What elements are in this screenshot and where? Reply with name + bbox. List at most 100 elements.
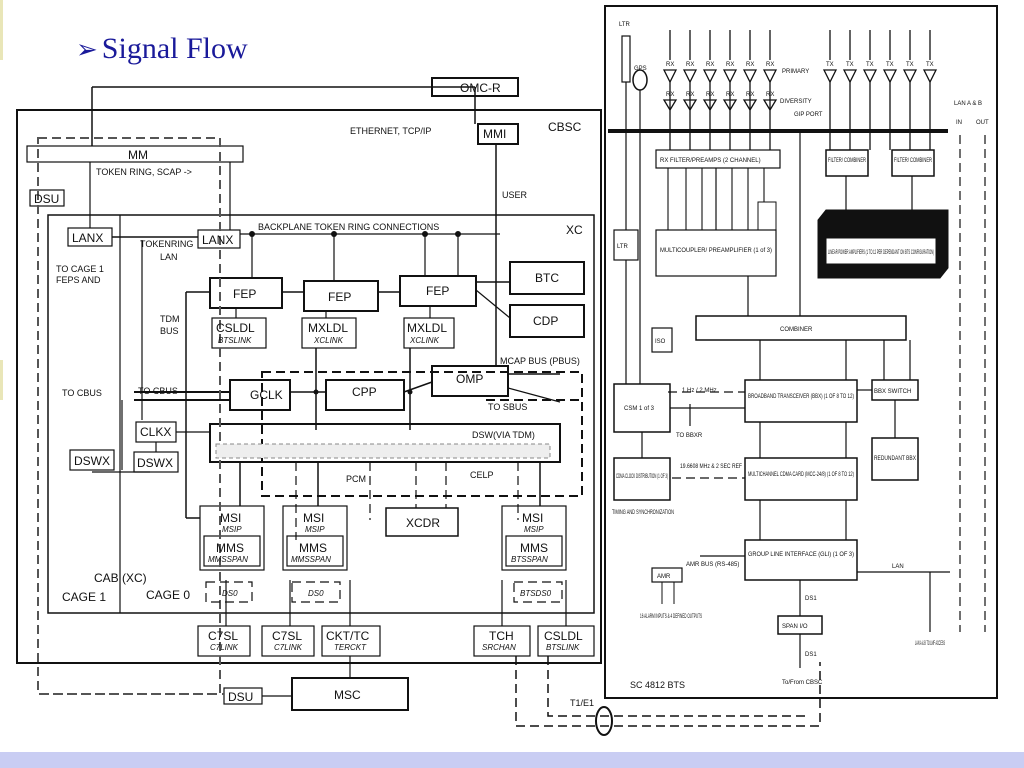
- mxldl-label-1: MXLDL: [308, 321, 348, 335]
- combiner-label: COMBINER: [780, 327, 813, 333]
- dsw-label: DSW(VIA TDM): [472, 430, 535, 440]
- mms-label-2: MMS: [299, 541, 327, 555]
- omp-box: [431, 365, 509, 397]
- cpp-box: [325, 379, 405, 411]
- csldl-label-2: CSLDL: [544, 629, 583, 643]
- srchan-label: SRCHAN: [482, 643, 516, 652]
- tx-label-4: TX: [886, 62, 894, 68]
- fep-box-3: [399, 275, 477, 307]
- rx-dist-label: MULTICOUPLER/ PREAMPLIFIER (1 of 3): [660, 248, 772, 254]
- tx-label-5: TX: [906, 62, 914, 68]
- span-label: SPAN I/O: [782, 624, 808, 630]
- btsds0-label: BTSDS0: [520, 589, 552, 598]
- amr-bus-label: AMR BUS (RS-485): [686, 562, 739, 568]
- rx-label-1: RX: [666, 62, 674, 68]
- clock-freq-label: 19.6608 MHz & 2 SEC REF: [680, 464, 742, 470]
- tocbus-label-1: TO CBUS: [62, 388, 102, 398]
- bullet-arrow-icon: ➢: [76, 35, 98, 64]
- token-ring-label: TOKEN RING, SCAP ->: [96, 167, 192, 177]
- ethernet-label: ETHERNET, TCP/IP: [350, 126, 431, 136]
- cbsc-frame: [16, 109, 602, 664]
- mms-label-1: MMS: [216, 541, 244, 555]
- mm-box: [26, 145, 244, 163]
- primary-label: PRIMARY: [782, 69, 809, 75]
- xclink-label-1: XCLINK: [313, 336, 344, 345]
- ds1-label-a: DS1: [805, 596, 817, 602]
- rx-div-label-6: RX: [766, 92, 774, 98]
- btslink-label: BTSLINK: [218, 336, 252, 345]
- user-label: USER: [502, 190, 528, 200]
- xc-frame: [47, 214, 595, 614]
- mcc-label: MULTICHANNEL CDMA CARD (MCC-24/8) (1 OF …: [748, 472, 854, 478]
- clock-dist-label: CDMA CLOCK DISTRIBUTION (1 OF 3): [616, 474, 668, 480]
- lanx-label-2: LANX: [202, 233, 233, 247]
- bbx-switch-label: BBX SWITCH: [874, 389, 911, 395]
- msc-label: MSC: [334, 688, 361, 702]
- cab-label: CAB (XC): [94, 571, 147, 585]
- rx-div-label-3: RX: [706, 92, 714, 98]
- fep-label-3: FEP: [426, 284, 449, 298]
- msi-label-3: MSI: [522, 511, 543, 525]
- ltr-box-label: LTR: [617, 244, 629, 250]
- lpa-label: LINEAR POWER AMPLIFIERS (1 TO 12 PER DEP…: [828, 250, 934, 256]
- mcap-bus-dashed: [261, 371, 583, 497]
- cdp-box: [509, 304, 585, 338]
- gclk-label: GCLK: [250, 388, 283, 402]
- csldl-label: CSLDL: [216, 321, 255, 335]
- mcap-label: MCAP BUS (PBUS): [500, 356, 580, 366]
- msip-label-1: MSIP: [222, 525, 242, 534]
- xclink-label-2: XCLINK: [409, 336, 440, 345]
- iso-label: ISO: [655, 339, 666, 345]
- rx-feed-lines: [667, 168, 765, 230]
- c7link-label-2: C7LINK: [274, 643, 303, 652]
- page-title: ➢Signal Flow: [76, 32, 248, 66]
- rx-div-label-5: RX: [746, 92, 754, 98]
- btsspan-label: BTSSPAN: [511, 555, 548, 564]
- redundant-label: REDUNDANT BBX: [874, 456, 916, 462]
- alarm-label: 16 ALARM INPUTS & 4 DEFINED OUTPUTS: [640, 614, 702, 620]
- dswx-label-1: DSWX: [74, 454, 110, 468]
- omp-label: OMP: [456, 372, 483, 386]
- xcdr-box: [385, 507, 459, 537]
- tocbus-label-2: TO CBUS: [138, 386, 178, 396]
- rx-label-4: RX: [726, 62, 734, 68]
- rx-div-label-2: RX: [686, 92, 694, 98]
- mxldl-label-2: MXLDL: [407, 321, 447, 335]
- diversity-label: DIVERSITY: [780, 99, 812, 105]
- gps-label: GPS: [634, 66, 647, 72]
- lan-ab-label: LAN A & B: [954, 101, 982, 107]
- rx-label-3: RX: [706, 62, 714, 68]
- gip-port-label: GIP PORT: [794, 112, 823, 118]
- mmi-label: MMI: [483, 127, 506, 141]
- ds1-label-b: DS1: [805, 652, 817, 658]
- tch-label: TCH: [489, 629, 514, 643]
- c7sl-label-2: C7SL: [272, 629, 302, 643]
- left-accent-bar: [0, 0, 3, 60]
- tx-label-6: TX: [926, 62, 934, 68]
- to-bbxr-label: TO BBXR: [676, 433, 703, 439]
- msip-label-3: MSIP: [524, 525, 544, 534]
- cage0-label: CAGE 0: [146, 588, 190, 602]
- tokenring-lan-label-1: TOKENRING: [140, 239, 193, 249]
- bottom-bar: [0, 752, 1024, 768]
- to-cage1-label-2: FEPS AND: [56, 275, 101, 285]
- lanx-label-1: LANX: [72, 231, 103, 245]
- gli-label: GROUP LINE INTERFACE (GLI) (1 OF 3): [748, 552, 854, 558]
- bts-frame: [604, 5, 998, 699]
- out-label: OUT: [976, 120, 989, 126]
- tdm-label-2: BUS: [160, 326, 179, 336]
- ds0-label-1: DS0: [222, 589, 238, 598]
- celp-label: CELP: [470, 470, 494, 480]
- fep-box-1: [209, 277, 283, 309]
- tx-label-2: TX: [846, 62, 854, 68]
- tx-antennas: [822, 30, 938, 150]
- rx-label-2: RX: [686, 62, 694, 68]
- mms-label-3: MMS: [520, 541, 548, 555]
- xcdr-label: XCDR: [406, 516, 440, 530]
- tosbus-label: TO SBUS: [488, 402, 527, 412]
- rx-label-5: RX: [746, 62, 754, 68]
- t1e1-connector: [595, 706, 613, 736]
- msip-label-2: MSIP: [305, 525, 325, 534]
- dsw-bus: [209, 423, 561, 463]
